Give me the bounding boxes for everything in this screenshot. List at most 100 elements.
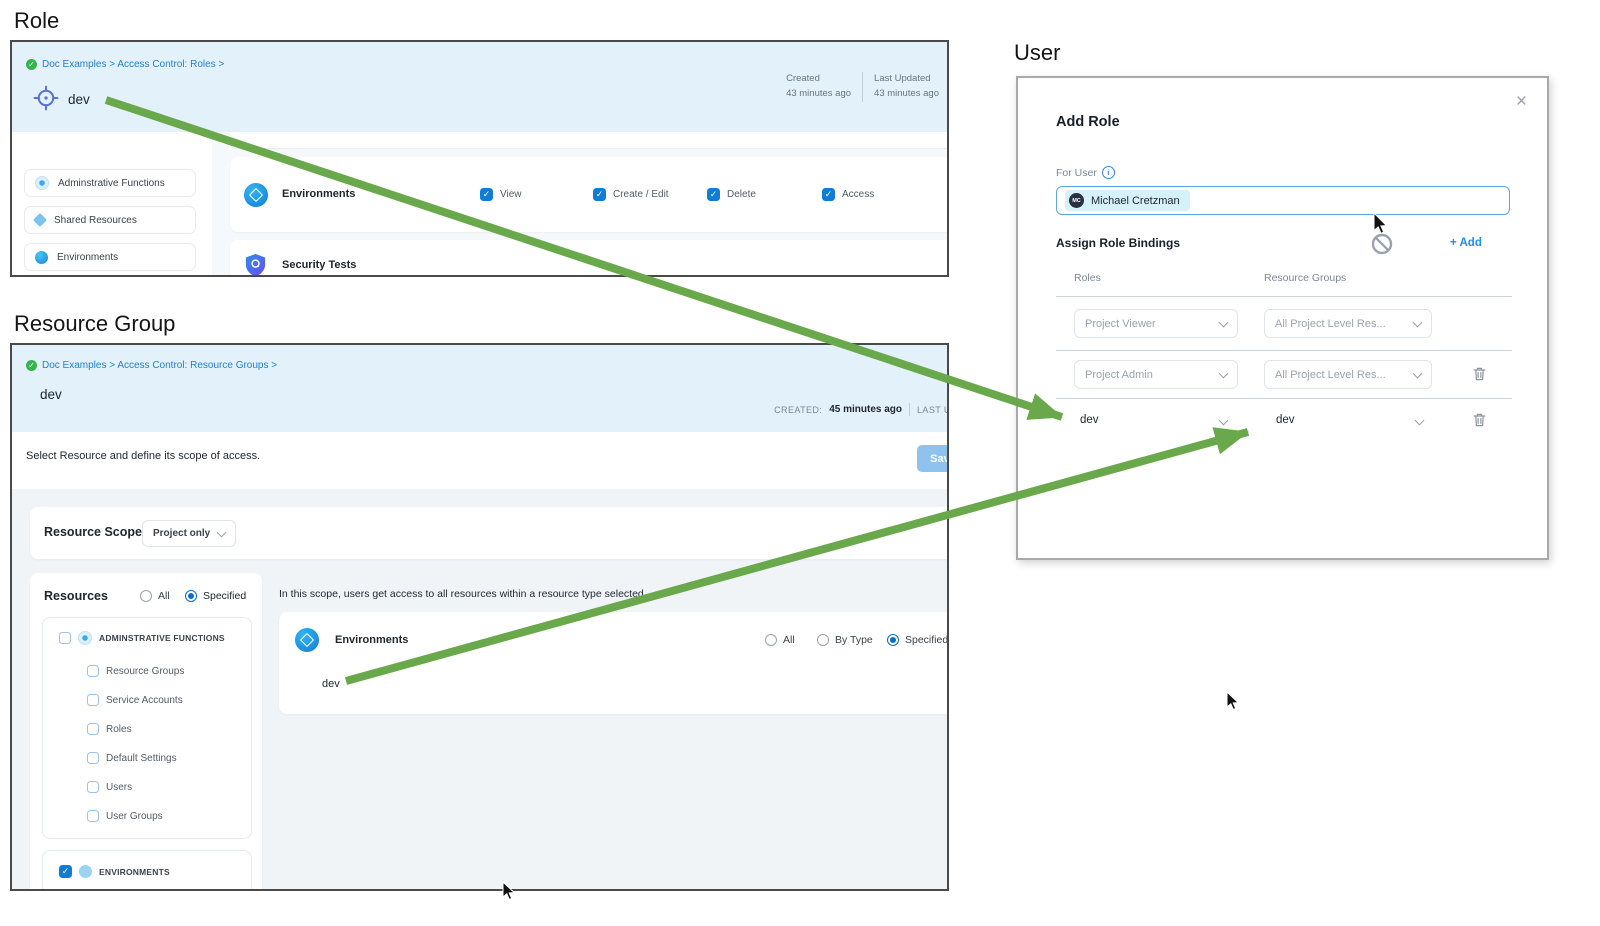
role-header: ✓ Doc Examples > Access Control: Roles >…: [12, 42, 947, 132]
radio-label: All: [158, 590, 170, 602]
tree-item-user-groups[interactable]: User Groups: [87, 810, 163, 822]
permission-delete[interactable]: ✓ Delete: [707, 188, 756, 201]
breadcrumb[interactable]: ✓ Doc Examples > Access Control: Resourc…: [26, 360, 277, 371]
permission-label: Delete: [727, 189, 756, 200]
resource-group-meta: CREATED: 45 minutes ago LAST UPDATED: [774, 403, 947, 416]
breadcrumb[interactable]: ✓ Doc Examples > Access Control: Roles >: [26, 59, 224, 70]
checkbox-unchecked-icon[interactable]: [87, 752, 99, 764]
chevron-down-icon: [216, 527, 227, 537]
for-user-label-row: For User i: [1056, 166, 1115, 179]
meta-divider: [862, 72, 864, 102]
tree-item-label: Roles: [106, 723, 132, 735]
project-status-icon: ✓: [26, 360, 37, 371]
checkbox-unchecked-icon[interactable]: [87, 694, 99, 706]
resources-label: Resources: [44, 589, 108, 603]
role-select-value: Project Viewer: [1085, 317, 1156, 330]
environments-permission-row: Environments ✓ View ✓ Create / Edit ✓ De…: [230, 157, 947, 232]
checkbox-checked-icon[interactable]: ✓: [593, 188, 606, 201]
save-button[interactable]: Save: [917, 445, 947, 472]
chevron-down-icon[interactable]: [1414, 415, 1425, 426]
tree-item-users[interactable]: Users: [87, 781, 132, 793]
scope-body: Resource Scope Project only Resources Al…: [12, 489, 947, 889]
tree-item-resource-groups[interactable]: Resource Groups: [87, 665, 184, 677]
administrative-functions-icon: [35, 176, 49, 190]
checkbox-unchecked-icon[interactable]: [87, 723, 99, 735]
radio-selected-icon[interactable]: [887, 634, 899, 646]
role-select-dev[interactable]: dev: [1080, 414, 1099, 426]
resource-row-label: Security Tests: [282, 259, 357, 271]
permission-view[interactable]: ✓ View: [480, 188, 522, 201]
tree-item-default-settings[interactable]: Default Settings: [87, 752, 177, 764]
close-icon[interactable]: ×: [1515, 91, 1527, 112]
permission-access[interactable]: ✓ Access: [822, 188, 874, 201]
row-divider: [1056, 296, 1512, 297]
group-select-value: All Project Level Res...: [1275, 368, 1386, 381]
sidebar-item-shared-resources[interactable]: Shared Resources: [24, 206, 196, 234]
delete-binding-icon[interactable]: [1472, 366, 1487, 387]
radio-label: By Type: [835, 634, 873, 646]
created-value: 43 minutes ago: [786, 87, 852, 99]
user-input[interactable]: MC Michael Cretzman: [1056, 186, 1510, 215]
sidebar-item-administrative-functions[interactable]: Adminstrative Functions: [24, 169, 196, 197]
resource-scope-select[interactable]: Project only: [142, 520, 236, 547]
user-section-heading: User: [1014, 40, 1061, 65]
radio-label: All: [783, 634, 795, 646]
radio-unselected-icon[interactable]: [140, 590, 152, 602]
scope-toolbar: Select Resource and define its scope of …: [12, 432, 947, 490]
security-tests-shield-icon: [244, 253, 267, 275]
scope-description: Select Resource and define its scope of …: [26, 450, 261, 462]
checkbox-checked-icon[interactable]: ✓: [707, 188, 720, 201]
checkbox-unchecked-icon[interactable]: [87, 665, 99, 677]
tree-item-service-accounts[interactable]: Service Accounts: [87, 694, 183, 706]
info-icon[interactable]: i: [1101, 166, 1115, 179]
env-radio-by-type[interactable]: By Type: [817, 634, 873, 646]
group-select-all-project[interactable]: All Project Level Res...: [1264, 360, 1432, 389]
checkbox-unchecked-icon[interactable]: [59, 632, 71, 644]
role-section-heading: Role: [14, 8, 60, 33]
env-row-label: Environments: [335, 634, 409, 646]
breadcrumb-text[interactable]: Doc Examples > Access Control: Roles >: [42, 59, 225, 70]
delete-binding-icon[interactable]: [1472, 412, 1487, 433]
role-select-project-admin[interactable]: Project Admin: [1074, 360, 1238, 389]
row-divider: [1056, 398, 1512, 399]
group-label: ENVIRONMENTS: [99, 866, 170, 877]
environments-checkbox-row[interactable]: ✓ ENVIRONMENTS: [59, 865, 170, 878]
permission-label: View: [500, 189, 522, 200]
resource-group-header: ✓ Doc Examples > Access Control: Resourc…: [12, 345, 947, 432]
role-detail-panel: ✓ Doc Examples > Access Control: Roles >…: [10, 40, 949, 277]
checkbox-checked-icon[interactable]: ✓: [480, 188, 493, 201]
add-binding-button[interactable]: + Add: [1450, 237, 1482, 249]
role-sidebar: Adminstrative Functions Shared Resources…: [12, 132, 213, 275]
radio-label: Specified: [905, 634, 949, 646]
resources-radio-all[interactable]: All: [140, 590, 170, 602]
env-radio-specified[interactable]: Specified: [887, 634, 949, 646]
user-chip[interactable]: MC Michael Cretzman: [1065, 190, 1190, 211]
sidebar-item-label: Adminstrative Functions: [58, 177, 165, 189]
tree-item-label: Resource Groups: [106, 665, 185, 677]
radio-unselected-icon[interactable]: [765, 634, 777, 646]
chevron-down-icon[interactable]: [1218, 415, 1229, 426]
sidebar-item-environments[interactable]: Environments: [24, 243, 196, 271]
group-select-dev[interactable]: dev: [1276, 414, 1295, 426]
admin-functions-checkbox-row[interactable]: ADMINSTRATIVE FUNCTIONS: [59, 631, 225, 645]
user-name: Michael Cretzman: [1091, 194, 1180, 207]
breadcrumb-text[interactable]: Doc Examples > Access Control: Resource …: [42, 360, 278, 371]
resources-radio-specified[interactable]: Specified: [185, 590, 246, 602]
checkbox-checked-icon[interactable]: ✓: [822, 188, 835, 201]
radio-selected-icon[interactable]: [185, 590, 197, 602]
checkbox-unchecked-icon[interactable]: [87, 781, 99, 793]
column-resource-groups: Resource Groups: [1264, 272, 1347, 284]
checkbox-checked-icon[interactable]: ✓: [59, 865, 72, 878]
role-select-project-viewer[interactable]: Project Viewer: [1074, 309, 1238, 338]
radio-label: Specified: [203, 590, 247, 602]
for-user-label: For User: [1056, 166, 1097, 179]
radio-unselected-icon[interactable]: [817, 634, 829, 646]
permission-create-edit[interactable]: ✓ Create / Edit: [593, 188, 669, 201]
avatar: MC: [1069, 193, 1084, 208]
checkbox-unchecked-icon[interactable]: [87, 810, 99, 822]
group-select-all-project[interactable]: All Project Level Res...: [1264, 309, 1432, 338]
env-radio-all[interactable]: All: [765, 634, 795, 646]
tree-item-roles[interactable]: Roles: [87, 723, 132, 735]
project-status-icon: ✓: [26, 59, 37, 70]
